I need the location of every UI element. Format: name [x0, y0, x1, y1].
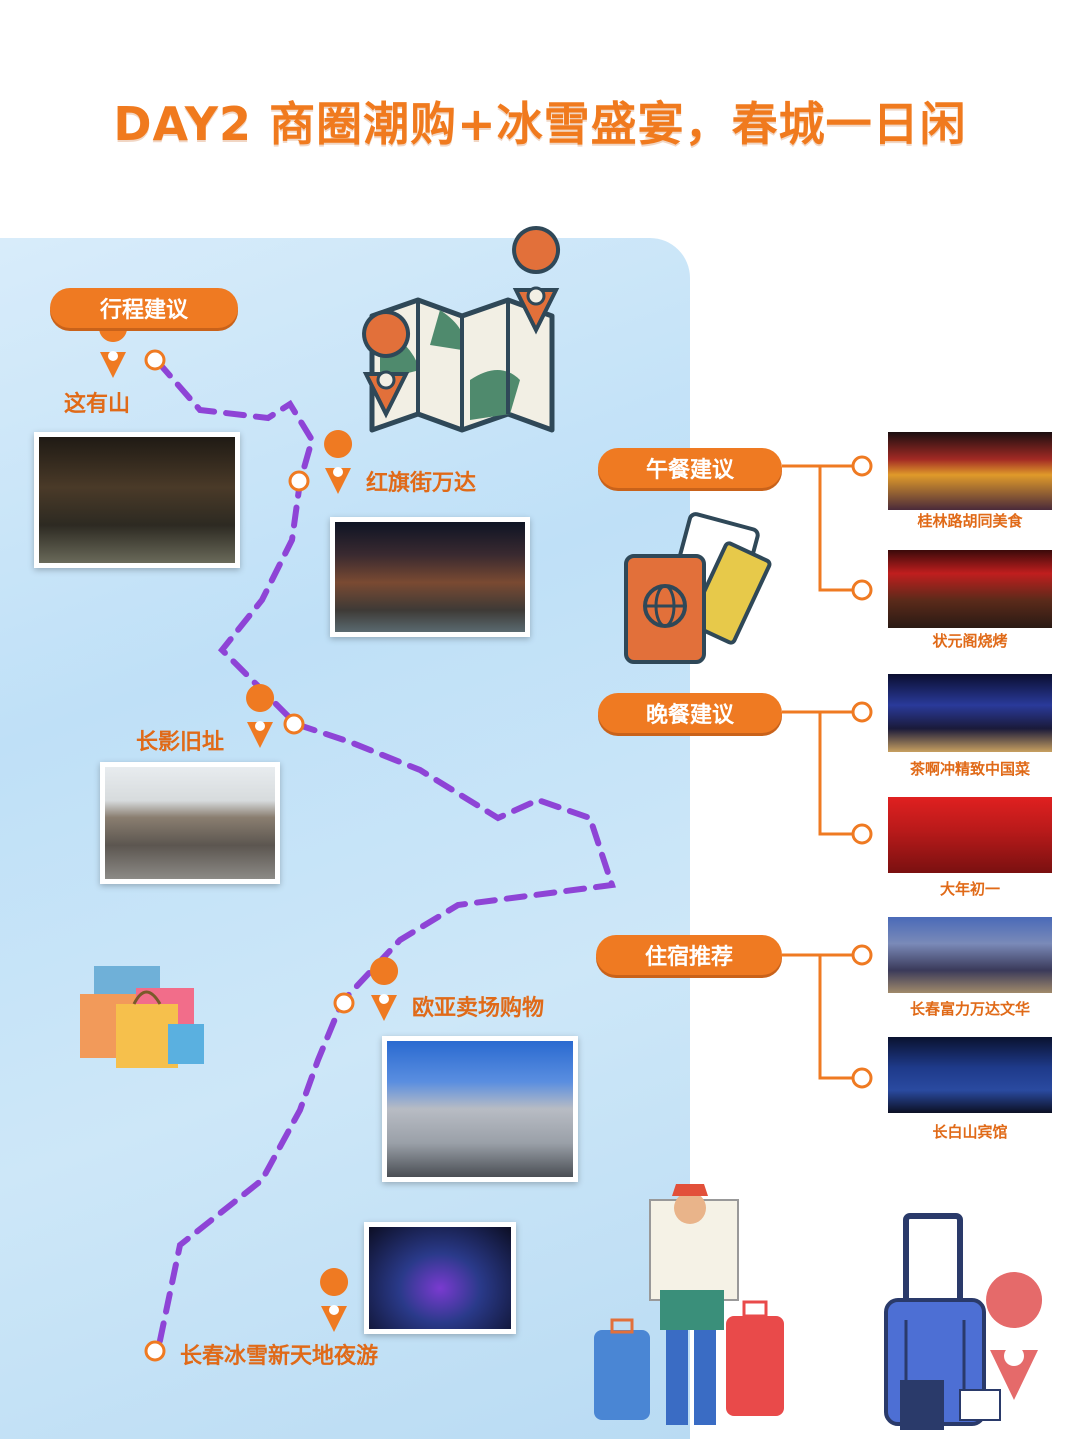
stop-label-1: 这有山: [64, 392, 131, 417]
route-line: [155, 359, 616, 1353]
photo-stop-1: [34, 432, 240, 568]
photo-stop-2: [330, 517, 530, 637]
dinner-option-2-photo: [888, 797, 1052, 873]
photo-stop-3: [100, 762, 280, 884]
location-pin-icon: [246, 684, 275, 748]
stop-dot: [288, 470, 310, 492]
option-dot: [851, 944, 873, 966]
photo-stop-5: [364, 1222, 516, 1334]
map-icon: [362, 226, 561, 433]
stop-label-4: 欧亚卖场购物: [412, 996, 545, 1021]
dinner-heading: 晚餐建议: [598, 693, 782, 733]
lunch-option-2-photo: [888, 550, 1052, 628]
option-dot: [851, 701, 873, 723]
stop-label-5: 长春冰雪新天地夜游: [180, 1344, 379, 1369]
stop-dot: [283, 713, 305, 735]
option-dot: [851, 1067, 873, 1089]
stop-dot: [144, 1340, 166, 1362]
option-dot: [851, 823, 873, 845]
photo-stop-4: [382, 1036, 578, 1182]
hotel-connector: [782, 953, 862, 1080]
itinerary-heading: 行程建议: [50, 288, 238, 328]
dinner-option-2-label: 大年初一: [939, 880, 1000, 898]
dinner-connector: [782, 710, 862, 836]
shopping-bags-icon: [80, 966, 204, 1068]
stop-dot: [144, 349, 166, 371]
passport-icon: [624, 512, 772, 664]
location-pin-icon: [370, 957, 399, 1021]
traveler-icon: [594, 1184, 784, 1425]
location-pin-icon: [324, 430, 353, 494]
dinner-option-1-label: 茶啊冲精致中国菜: [909, 760, 1030, 778]
location-pin-icon: [320, 1268, 349, 1332]
luggage-icon: [884, 1213, 1043, 1430]
stop-label-3: 长影旧址: [136, 730, 225, 755]
stop-label-2: 红旗街万达: [366, 471, 477, 496]
dinner-option-1-photo: [888, 674, 1052, 752]
option-dot: [851, 579, 873, 601]
location-pin-icon: [99, 314, 128, 378]
hotel-option-2-photo: [888, 1037, 1052, 1113]
hotel-option-1-label: 长春富力万达文华: [909, 1000, 1030, 1018]
lunch-option-2-label: 状元阁烧烤: [932, 632, 1008, 650]
lunch-option-1-label: 桂林路胡同美食: [917, 512, 1023, 530]
hotel-heading: 住宿推荐: [596, 935, 782, 975]
lunch-option-1-photo: [888, 432, 1052, 510]
page-title: DAY2 商圈潮购+冰雪盛宴，春城一日闲: [113, 97, 967, 151]
lunch-connector: [782, 464, 862, 592]
lunch-heading: 午餐建议: [598, 448, 782, 488]
option-dot: [851, 455, 873, 477]
stop-dot: [333, 992, 355, 1014]
hotel-option-1-photo: [888, 917, 1052, 993]
hotel-option-2-label: 长白山宾馆: [932, 1123, 1008, 1141]
